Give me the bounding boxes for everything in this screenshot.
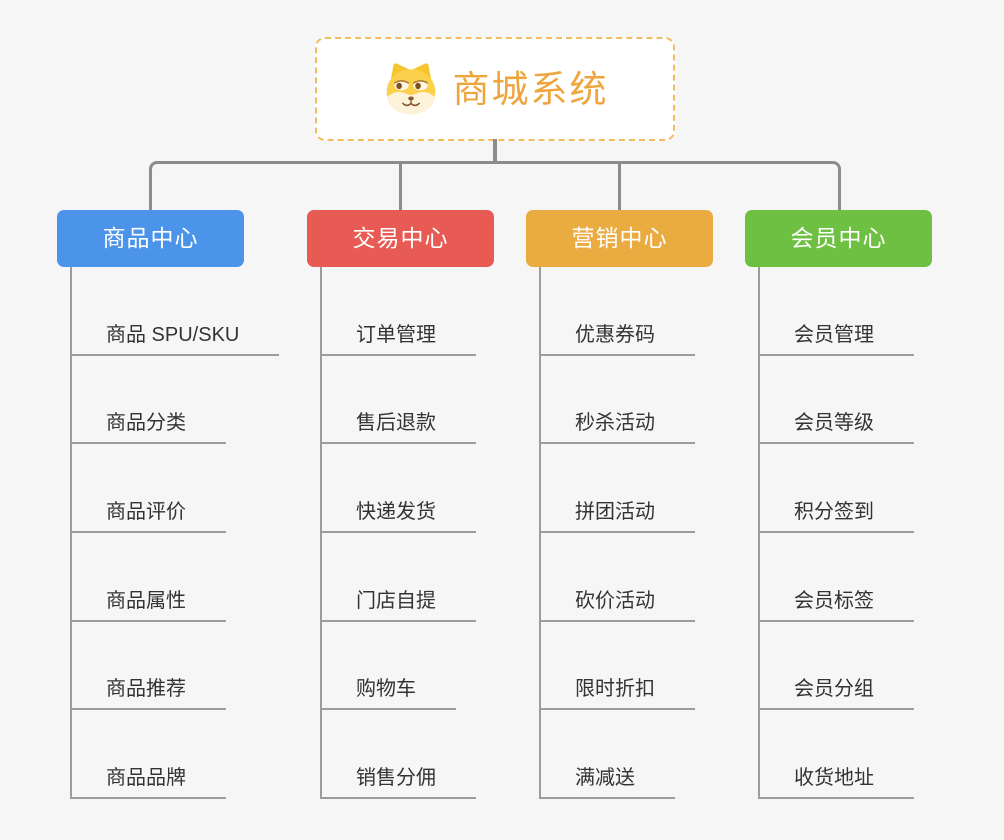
sub-item-label: 商品分类: [106, 412, 186, 435]
sub-item-label: 限时折扣: [575, 678, 655, 701]
sub-item-label: 商品品牌: [106, 767, 186, 790]
sub-item-label: 商品 SPU/SKU: [106, 323, 240, 346]
sub-item-label: 购物车: [356, 678, 416, 701]
sub-item[interactable]: 会员等级: [760, 356, 914, 445]
sub-item[interactable]: 秒杀活动: [541, 356, 695, 445]
sub-item[interactable]: 商品评价: [72, 444, 226, 534]
sub-item[interactable]: 积分签到: [760, 444, 914, 534]
root-title: 商城系统: [452, 68, 609, 110]
branch-label: 营销中心: [571, 225, 668, 251]
sub-item-label: 门店自提: [356, 589, 436, 612]
connector-drop: [399, 161, 402, 210]
sub-item[interactable]: 砍价活动: [541, 533, 695, 622]
sub-item-label: 商品推荐: [106, 678, 186, 701]
sub-item-label: 收货地址: [794, 767, 874, 790]
connector-root-stub: [493, 139, 497, 162]
sub-item-label: 拼团活动: [575, 501, 655, 524]
sub-item[interactable]: 商品属性: [72, 533, 226, 622]
sub-item[interactable]: 商品品牌: [72, 710, 226, 800]
sub-item[interactable]: 满减送: [541, 710, 675, 800]
sub-item[interactable]: 优惠券码: [541, 267, 695, 356]
sub-item-label: 商品属性: [106, 589, 186, 612]
branch-node-1[interactable]: 交易中心: [307, 210, 494, 267]
sub-item[interactable]: 收货地址: [760, 710, 914, 800]
sub-item-label: 会员分组: [794, 678, 874, 701]
branch-items: 商品 SPU/SKU 商品分类商品评价商品属性商品推荐商品品牌: [70, 267, 280, 800]
sub-item[interactable]: 快递发货: [322, 444, 476, 534]
branch-node-3[interactable]: 会员中心: [745, 210, 932, 267]
sub-item-label: 快递发货: [356, 501, 436, 524]
branch-label: 商品中心: [102, 225, 199, 251]
sub-item-label: 会员管理: [794, 323, 874, 346]
sub-item[interactable]: 拼团活动: [541, 444, 695, 534]
connector-drop: [618, 161, 621, 210]
sub-item-label: 商品评价: [106, 501, 186, 524]
sub-item[interactable]: 限时折扣: [541, 622, 695, 711]
sub-item-label: 秒杀活动: [575, 412, 655, 435]
sub-item-label: 优惠券码: [575, 323, 655, 346]
sub-item-label: 砍价活动: [575, 589, 655, 612]
branch-group: 会员中心 会员管理会员等级积分签到会员标签会员分组收货地址: [745, 210, 932, 800]
branch-label: 交易中心: [352, 225, 449, 251]
dog-face-icon: [386, 63, 435, 115]
sub-item-label: 销售分佣: [356, 767, 436, 790]
sub-item[interactable]: 会员标签: [760, 533, 914, 622]
connector-bus: [149, 161, 841, 212]
sub-item[interactable]: 订单管理: [322, 267, 476, 356]
sub-item[interactable]: 售后退款: [322, 356, 476, 445]
sub-item-label: 会员标签: [794, 589, 874, 612]
sub-item[interactable]: 销售分佣: [322, 710, 476, 800]
branch-items: 优惠券码秒杀活动拼团活动砍价活动限时折扣满减送: [539, 267, 695, 800]
sub-item[interactable]: 商品 SPU/SKU: [72, 267, 280, 356]
branch-label: 会员中心: [790, 225, 887, 251]
branch-group: 交易中心 订单管理售后退款快递发货门店自提购物车销售分佣: [307, 210, 494, 800]
sub-item-label: 满减送: [575, 767, 635, 790]
sub-item[interactable]: 会员分组: [760, 622, 914, 711]
branch-node-0[interactable]: 商品中心: [57, 210, 244, 267]
sub-item-label: 订单管理: [356, 323, 436, 346]
branch-group: 营销中心 优惠券码秒杀活动拼团活动砍价活动限时折扣满减送: [526, 210, 713, 800]
branch-group: 商品中心 商品 SPU/SKU 商品分类商品评价商品属性商品推荐商品品牌: [57, 210, 280, 800]
sub-item[interactable]: 购物车: [322, 622, 456, 711]
sub-item-label: 售后退款: [356, 412, 436, 435]
root-node[interactable]: 商城系统: [315, 37, 675, 141]
sub-item[interactable]: 会员管理: [760, 267, 914, 356]
sub-item[interactable]: 商品分类: [72, 356, 226, 445]
sub-item-label: 积分签到: [794, 501, 874, 524]
sub-item[interactable]: 门店自提: [322, 533, 476, 622]
sub-item[interactable]: 商品推荐: [72, 622, 226, 711]
branch-items: 订单管理售后退款快递发货门店自提购物车销售分佣: [320, 267, 476, 800]
sub-item-label: 会员等级: [794, 412, 874, 435]
branch-node-2[interactable]: 营销中心: [526, 210, 713, 267]
branch-items: 会员管理会员等级积分签到会员标签会员分组收货地址: [758, 267, 914, 800]
